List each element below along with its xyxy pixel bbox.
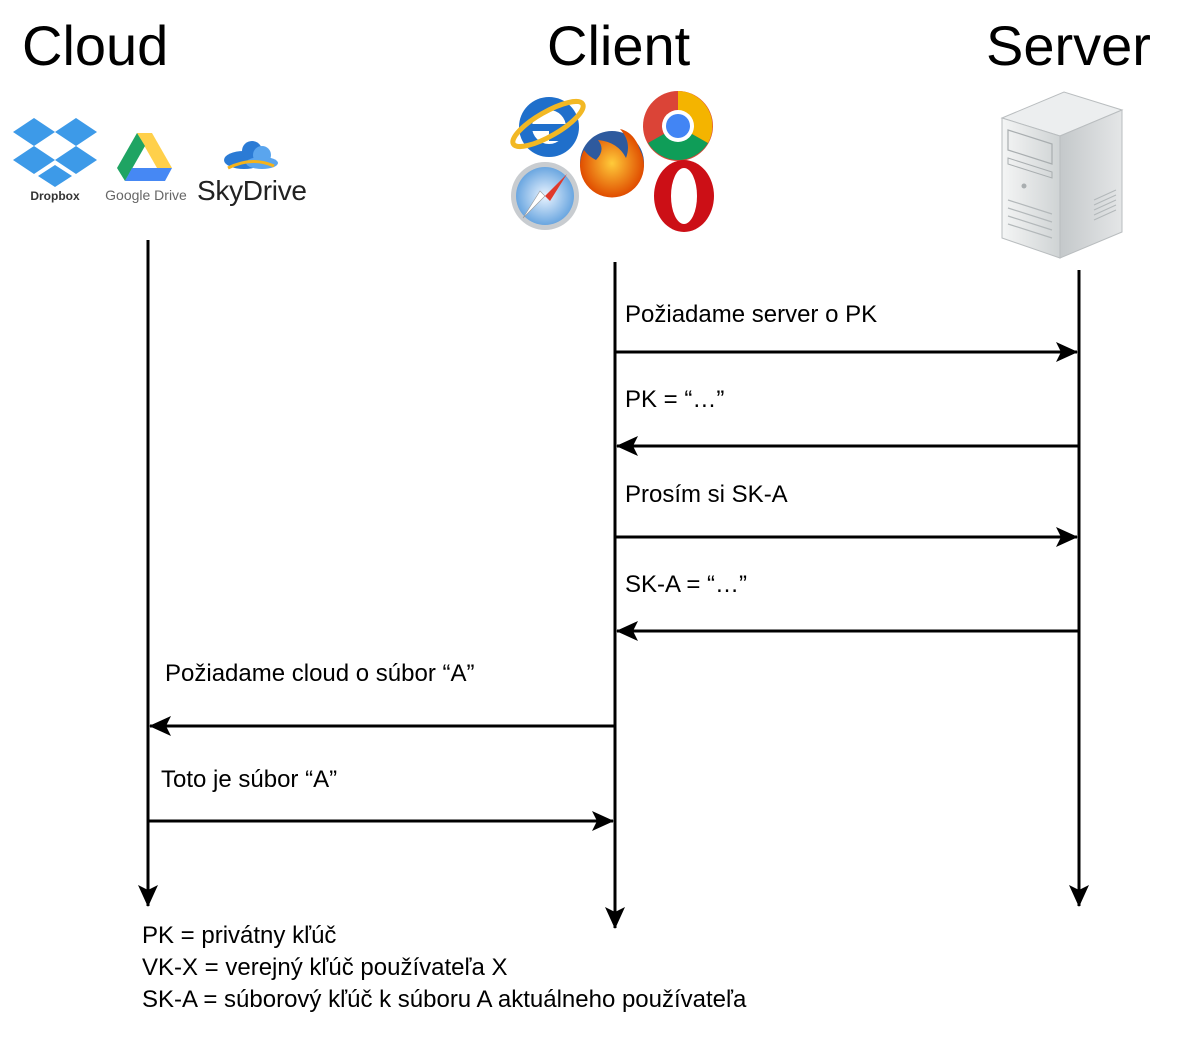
chrome-icon xyxy=(643,91,713,161)
safari-icon xyxy=(511,162,579,230)
google-drive-label: Google Drive xyxy=(105,187,187,203)
internet-explorer-icon xyxy=(510,97,586,157)
message-label-5: Požiadame cloud o súbor “A” xyxy=(165,660,475,687)
firefox-icon xyxy=(580,129,644,198)
skydrive-icon: SkyDrive xyxy=(197,141,307,206)
skydrive-label: SkyDrive xyxy=(197,175,307,206)
message-label-2: PK = “…” xyxy=(625,386,725,413)
dropbox-icon: Dropbox xyxy=(13,118,97,203)
server-title: Server xyxy=(986,14,1151,77)
opera-icon xyxy=(654,160,714,232)
client-title: Client xyxy=(547,14,691,77)
google-drive-icon: Google Drive xyxy=(105,133,187,203)
legend-line-2: VK-X = verejný kľúč používateľa X xyxy=(142,954,508,981)
message-label-6: Toto je súbor “A” xyxy=(161,766,338,793)
server-tower-icon xyxy=(1000,91,1124,259)
cloud-title: Cloud xyxy=(22,14,169,77)
legend-line-3: SK-A = súborový kľúč k súboru A aktuálne… xyxy=(142,986,747,1013)
dropbox-label: Dropbox xyxy=(30,189,80,203)
legend-line-1: PK = privátny kľúč xyxy=(142,922,337,949)
message-label-4: SK-A = “…” xyxy=(625,571,748,598)
message-label-3: Prosím si SK-A xyxy=(625,481,788,508)
message-label-1: Požiadame server o PK xyxy=(625,301,878,328)
